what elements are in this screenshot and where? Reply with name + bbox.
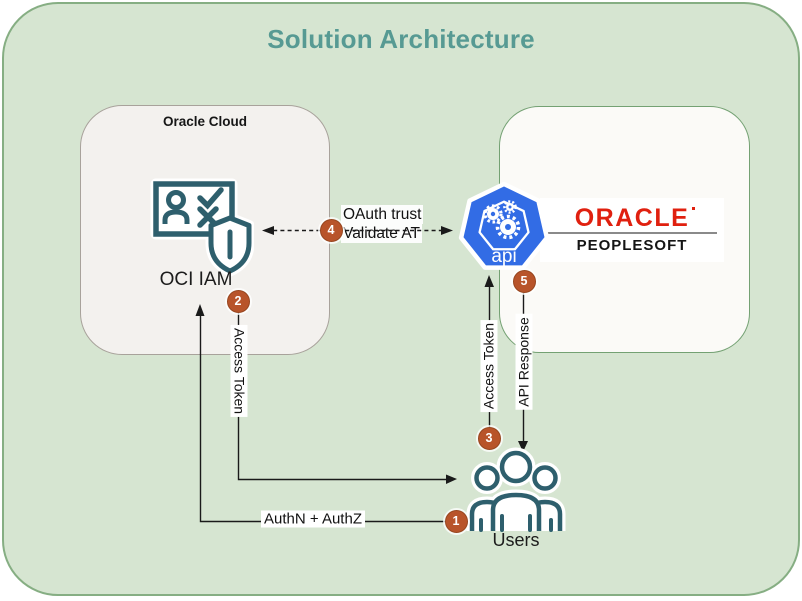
logo-divider [547, 232, 717, 234]
oracle-wordmark: ORACLE [574, 204, 690, 232]
step-badge-3: 3 [477, 426, 501, 450]
step-badge-4: 4 [319, 218, 343, 242]
flow-label-authn: AuthN + AuthZ [261, 510, 365, 528]
registered-mark-dot [692, 207, 696, 210]
arrowhead-down-users [518, 441, 528, 452]
peoplesoft-wordmark: PEOPLESOFT [576, 237, 688, 254]
oauth-trust-line1: OAuth trust [341, 205, 424, 224]
arrowhead-right-users [446, 474, 457, 484]
api-node-label: api [491, 246, 516, 267]
users-label: Users [492, 530, 540, 550]
authn-connector-line [199, 311, 450, 523]
oci-iam-label: OCI IAM [159, 269, 233, 290]
arrowhead-left-oci-iam [262, 226, 274, 235]
arrowhead-up-oci-iam [195, 304, 205, 316]
arrowhead-right-api [441, 226, 453, 235]
peoplesoft-logo: ORACLE PEOPLESOFT [540, 198, 724, 262]
api-gateway-icon: api [458, 181, 550, 270]
api-inner-heptagon [478, 200, 530, 251]
oracle-cloud-box-label: Oracle Cloud [162, 114, 248, 129]
flow-label-oauth-trust: OAuth trust Validate AT [341, 205, 424, 243]
step-badge-2: 2 [226, 289, 250, 313]
step-badge-5: 5 [512, 269, 536, 293]
arrowhead-up-api [484, 275, 494, 287]
api-gears-icon [483, 200, 521, 240]
oci-iam-icon [150, 178, 254, 277]
oracle-brand-text: ORACLE [574, 204, 696, 232]
oauth-trust-line2: Validate AT [341, 224, 422, 243]
page-title: Solution Architecture [267, 24, 535, 54]
step-badge-1: 1 [444, 509, 468, 533]
users-icon [466, 447, 566, 532]
